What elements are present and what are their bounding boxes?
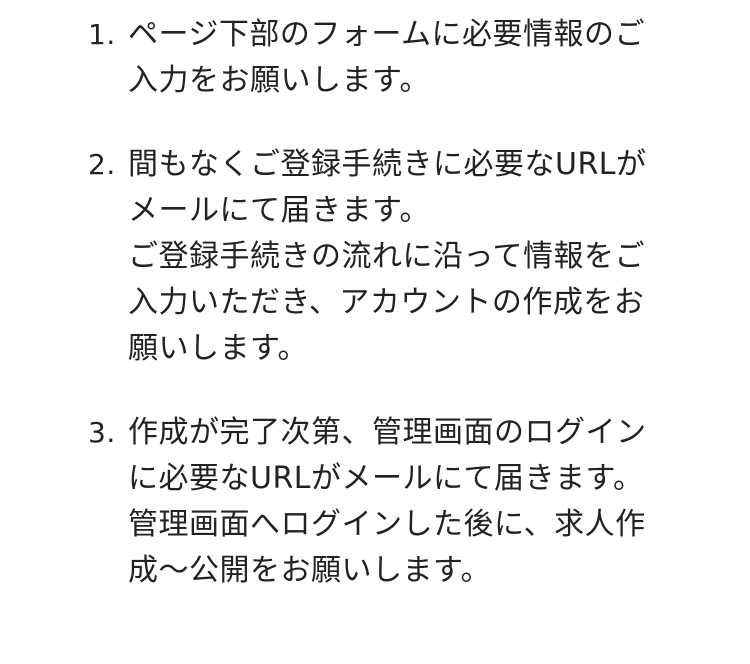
step-item-2: 2. 間もなくご登録手続きに必要なURLが メールにて届きます。 ご登録手続きの… — [88, 142, 698, 372]
step-number: 3. — [88, 416, 116, 449]
step-number: 2. — [88, 148, 116, 181]
steps-list: 1. ページ下部のフォームに必要情報のご 入力をお願いします。 2. 間もなくご… — [88, 12, 698, 632]
step-line: に必要なURLがメールにて届きます。 — [128, 461, 644, 496]
step-line: 作成が完了次第、管理画面のログイン — [128, 415, 647, 450]
step-line: 成〜公開をお願いします。 — [128, 553, 491, 588]
step-line: 間もなくご登録手続きに必要なURLが — [128, 147, 647, 182]
step-line: 願いします。 — [128, 331, 308, 366]
step-line: 入力をお願いします。 — [128, 63, 430, 98]
step-number: 1. — [88, 18, 116, 51]
step-text: 作成が完了次第、管理画面のログイン に必要なURLがメールにて届きます。 管理画… — [128, 410, 698, 594]
step-line: ご登録手続きの流れに沿って情報をご — [128, 239, 645, 274]
step-text: ページ下部のフォームに必要情報のご 入力をお願いします。 — [128, 12, 698, 104]
step-item-1: 1. ページ下部のフォームに必要情報のご 入力をお願いします。 — [88, 12, 698, 104]
step-text: 間もなくご登録手続きに必要なURLが メールにて届きます。 ご登録手続きの流れに… — [128, 142, 698, 372]
step-line: 入力いただき、アカウントの作成をお — [128, 285, 645, 320]
step-line: メールにて届きます。 — [128, 193, 430, 228]
step-item-3: 3. 作成が完了次第、管理画面のログイン に必要なURLがメールにて届きます。 … — [88, 410, 698, 594]
step-line: 管理画面へログインした後に、求人作 — [128, 507, 646, 542]
step-line: ページ下部のフォームに必要情報のご — [128, 17, 645, 52]
